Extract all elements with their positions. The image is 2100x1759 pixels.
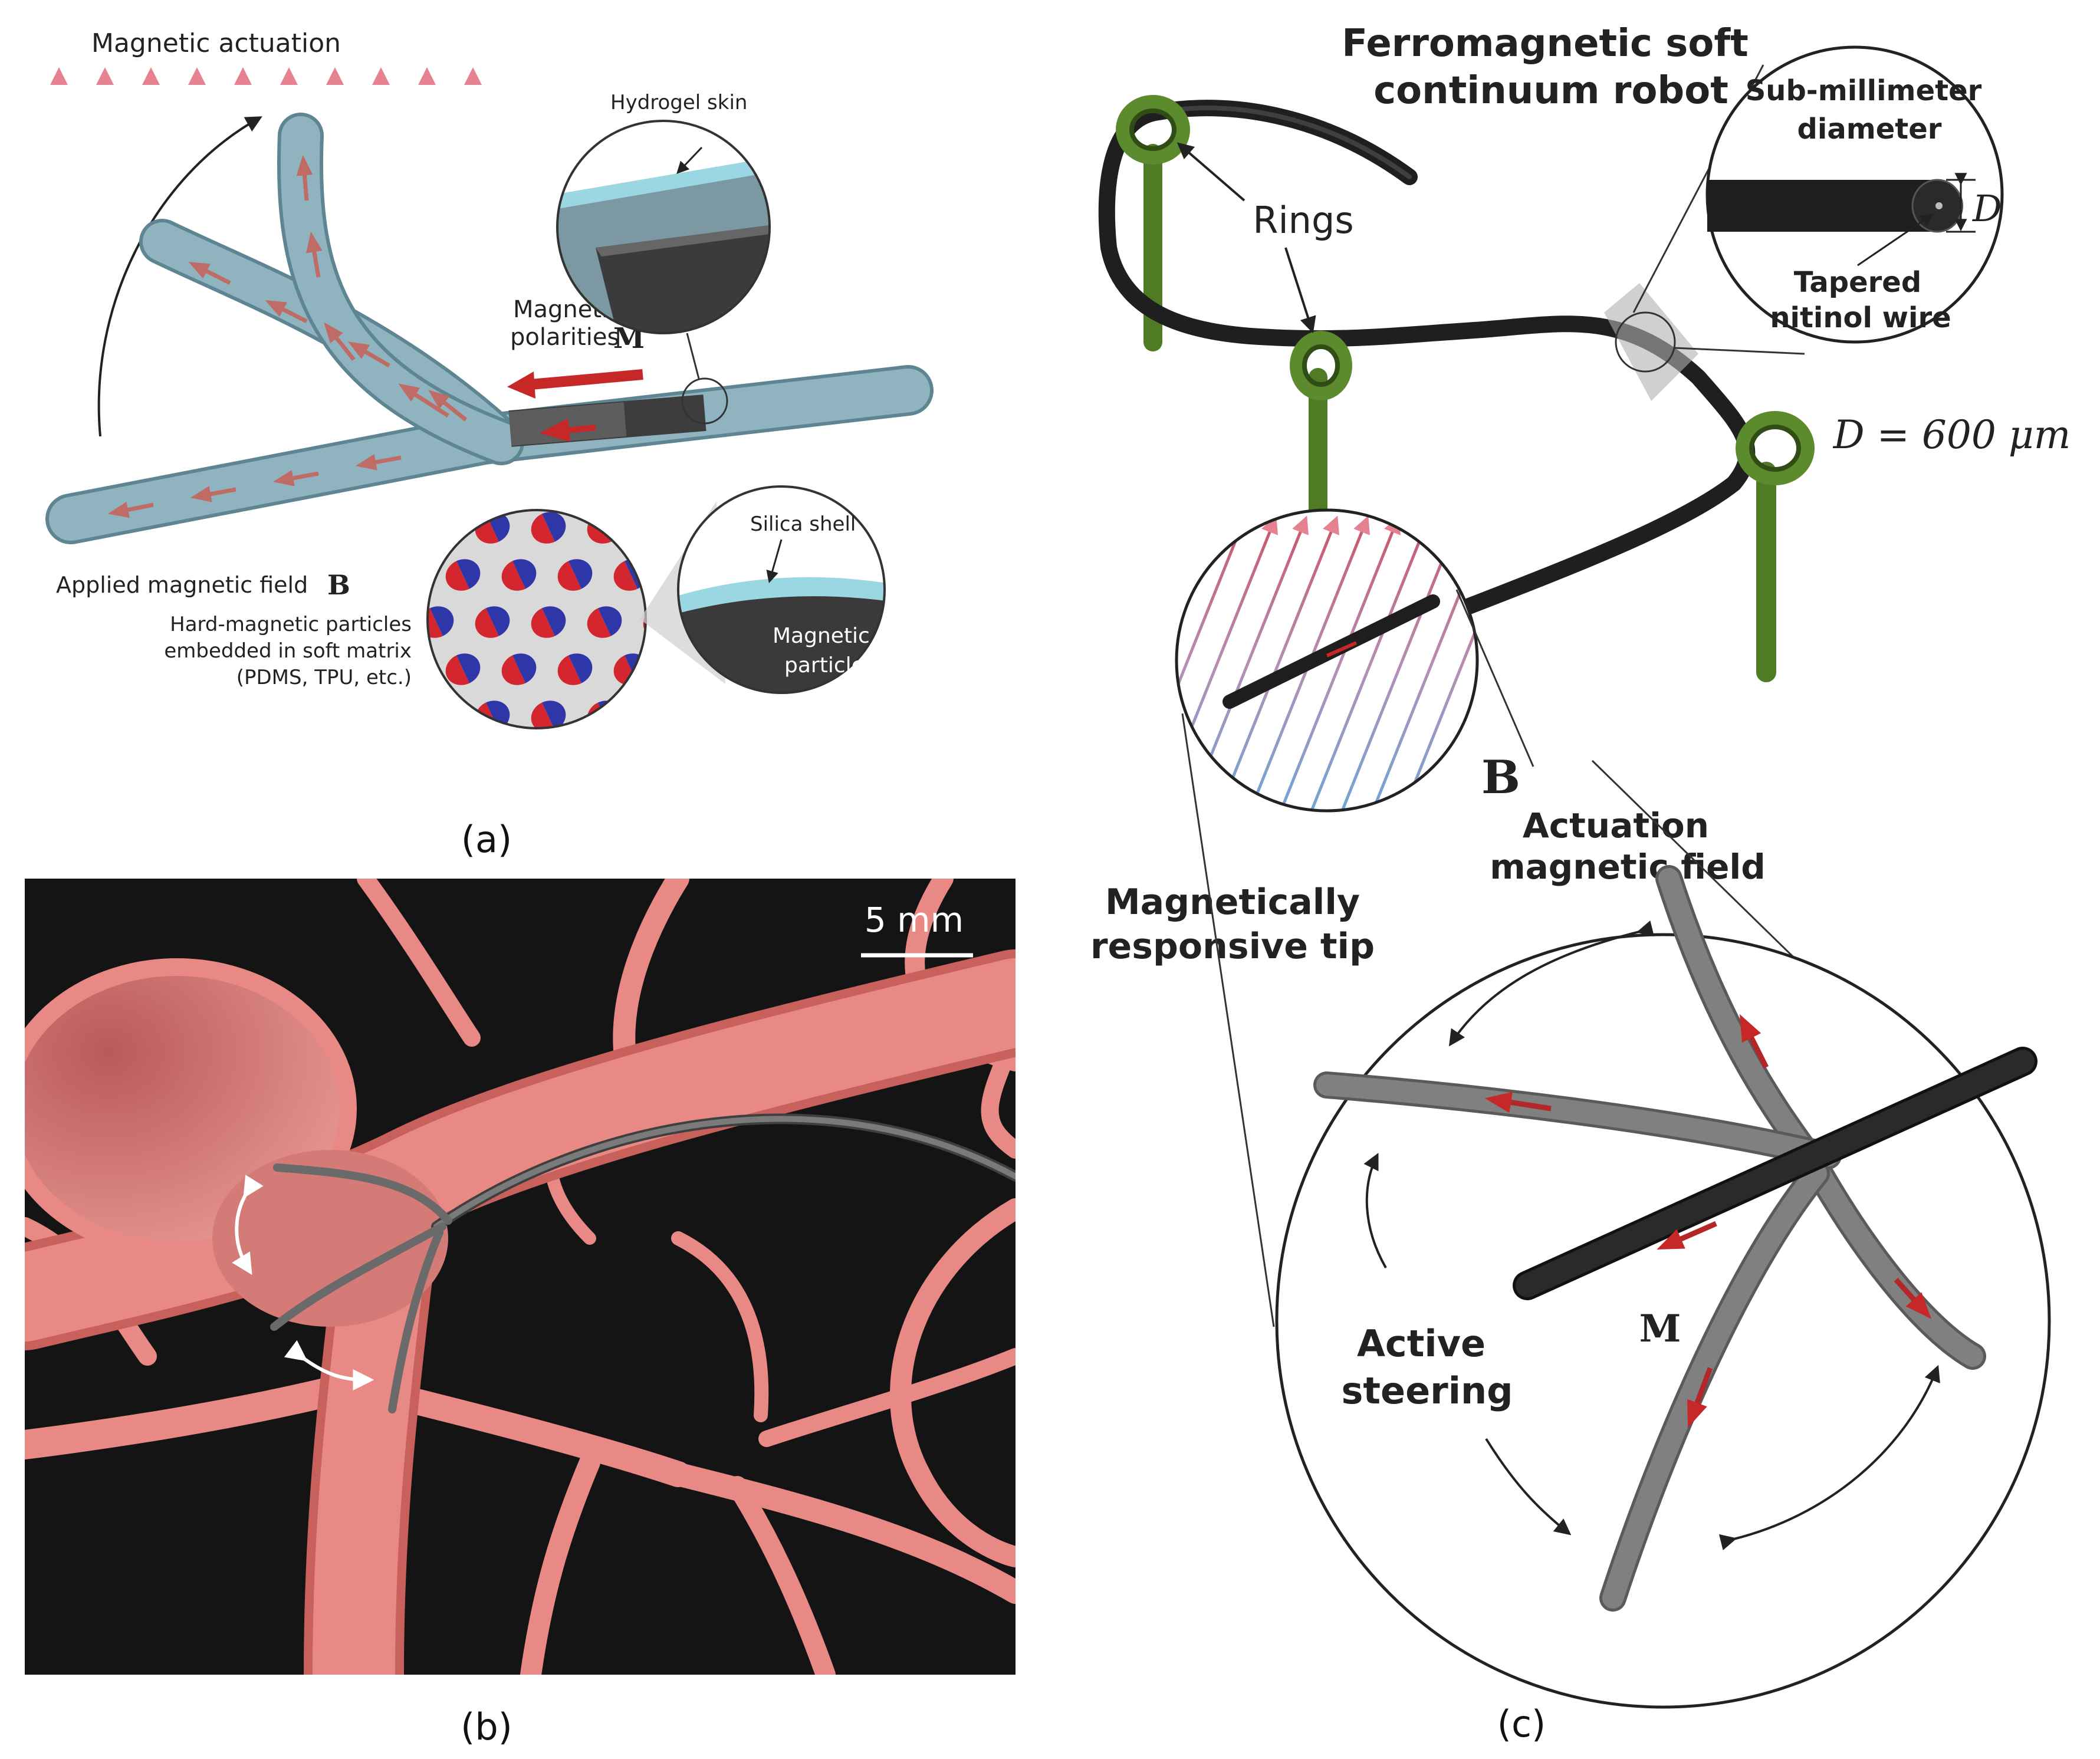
rings-label: Rings — [1253, 199, 1353, 242]
polarity-arrow-head — [507, 371, 535, 399]
diameter-zoom-marker — [1615, 311, 1676, 373]
magnetic-particle — [501, 559, 537, 591]
rotation-arrow — [97, 116, 262, 437]
inset-wire — [1707, 180, 1963, 232]
actuation-field-inset — [1176, 510, 1477, 811]
hydrogel-inset-border — [556, 120, 771, 334]
steering-arrows — [1363, 920, 1940, 1551]
tapered-label-1: Tapered — [1794, 266, 1921, 299]
tip-label-1: Magnetically — [1105, 882, 1360, 923]
sub-millimeter-label-2: diameter — [1797, 113, 1942, 146]
active-steering-label-1: Active — [1357, 1322, 1486, 1365]
diameter-value: D = 600 μm — [1833, 412, 2071, 458]
magnetic-particle — [428, 701, 454, 728]
rod-polarity-arrows — [107, 154, 468, 518]
magnetic-particle — [445, 559, 481, 591]
magnetic-particle — [475, 606, 510, 638]
sub-millimeter-label-1: Sub-millimeter — [1746, 74, 1982, 107]
field-line — [1339, 515, 1463, 811]
caption-c: (c) — [1497, 1702, 1546, 1745]
scale-bar-label: 5 mm — [865, 900, 964, 940]
magnetic-polarities-label-2: polarities — [510, 324, 619, 351]
magnetic-particle — [445, 653, 481, 685]
particles-label-3: (PDMS, TPU, etc.) — [236, 666, 412, 689]
magnetic-particle — [643, 702, 646, 728]
panel-b: 5 mm (b) — [25, 879, 1016, 1748]
robot-highlight — [1156, 106, 1412, 179]
magnetic-particle — [557, 559, 593, 591]
magnetic-particle — [531, 701, 566, 728]
magnetic-particle — [643, 514, 646, 544]
field-line — [1309, 515, 1432, 811]
magnetic-particle — [557, 653, 593, 685]
caption-a: (a) — [461, 818, 512, 861]
robot-title-2: continuum robot — [1373, 69, 1728, 113]
magnetic-particle — [587, 606, 622, 638]
actuation-label-1: Actuation — [1523, 805, 1709, 846]
rings-pointer-2 — [1284, 247, 1316, 334]
d-symbol: D — [1972, 187, 2002, 230]
polarity-arrow-shaft — [530, 369, 643, 390]
panel-c: Ferromagnetic soft continuum robot Rings… — [1090, 22, 2071, 1745]
zoom-connector — [686, 333, 700, 379]
magnetic-particle — [428, 512, 454, 544]
magnetic-particle — [501, 653, 537, 685]
b-symbol: B — [1481, 751, 1520, 804]
m-symbol: M — [1639, 1307, 1681, 1351]
hydrogel-pointer — [676, 146, 703, 175]
caption-b: (b) — [461, 1705, 512, 1748]
magnetic-segment-light — [508, 402, 627, 446]
segment-polarity-arrow — [540, 418, 596, 442]
nitinol-core — [1935, 202, 1943, 209]
silica-shell-label: Silica shell — [750, 512, 856, 536]
actuation-field-inset-border — [1175, 508, 1479, 813]
steering-polarity-arrows — [1484, 1014, 1932, 1428]
diameter-zoom-plane — [1604, 283, 1698, 401]
silica-pointer — [766, 539, 783, 584]
diameter-connector-bottom — [1674, 347, 1805, 355]
field-connector — [1455, 589, 1534, 767]
bent-rod-upper — [280, 116, 521, 462]
vessel-network — [25, 879, 1016, 1675]
particles-label-2: embedded in soft matrix — [164, 639, 412, 663]
tip-label-2: responsive tip — [1090, 926, 1375, 967]
tapered-label-2: nitinol wire — [1770, 301, 1951, 334]
silica-inset-border — [677, 485, 886, 694]
panel-a: Magnetic actuation — [45, 28, 934, 861]
magnetic-particle-label-2: particle — [784, 653, 865, 678]
magnetic-particle — [428, 606, 454, 638]
magnetic-actuation-label: Magnetic actuation — [91, 28, 341, 58]
applied-field-label: Applied magnetic field — [56, 572, 308, 598]
field-line — [1278, 515, 1401, 811]
rings-shadow — [1129, 109, 1801, 472]
robot-title-1: Ferromagnetic soft — [1342, 22, 1749, 65]
magnetic-particle-label-1: Magnetic — [773, 624, 870, 648]
continuum-robot-body — [1098, 100, 1756, 713]
field-line — [1217, 515, 1340, 811]
field-line — [1176, 515, 1248, 811]
field-line — [1401, 518, 1477, 811]
active-steering-label-2: steering — [1342, 1369, 1513, 1412]
actuation-label-2: magnetic field — [1490, 847, 1766, 887]
tapered-pointer — [1857, 213, 1934, 267]
applied-field-symbol: B — [327, 569, 350, 601]
hydrogel-skin-label: Hydrogel skin — [610, 91, 747, 114]
particles-label-1: Hard-magnetic particles — [170, 613, 412, 636]
steering-connector-left — [1181, 713, 1275, 1327]
silica-inset — [678, 486, 885, 693]
zoom-marker — [681, 377, 728, 425]
actuation-field-lines — [1176, 515, 1477, 811]
rings — [1116, 95, 1815, 485]
magnetic-particle — [531, 512, 566, 544]
rings-pointer-1 — [1176, 142, 1245, 202]
magnetic-particle — [531, 606, 566, 638]
